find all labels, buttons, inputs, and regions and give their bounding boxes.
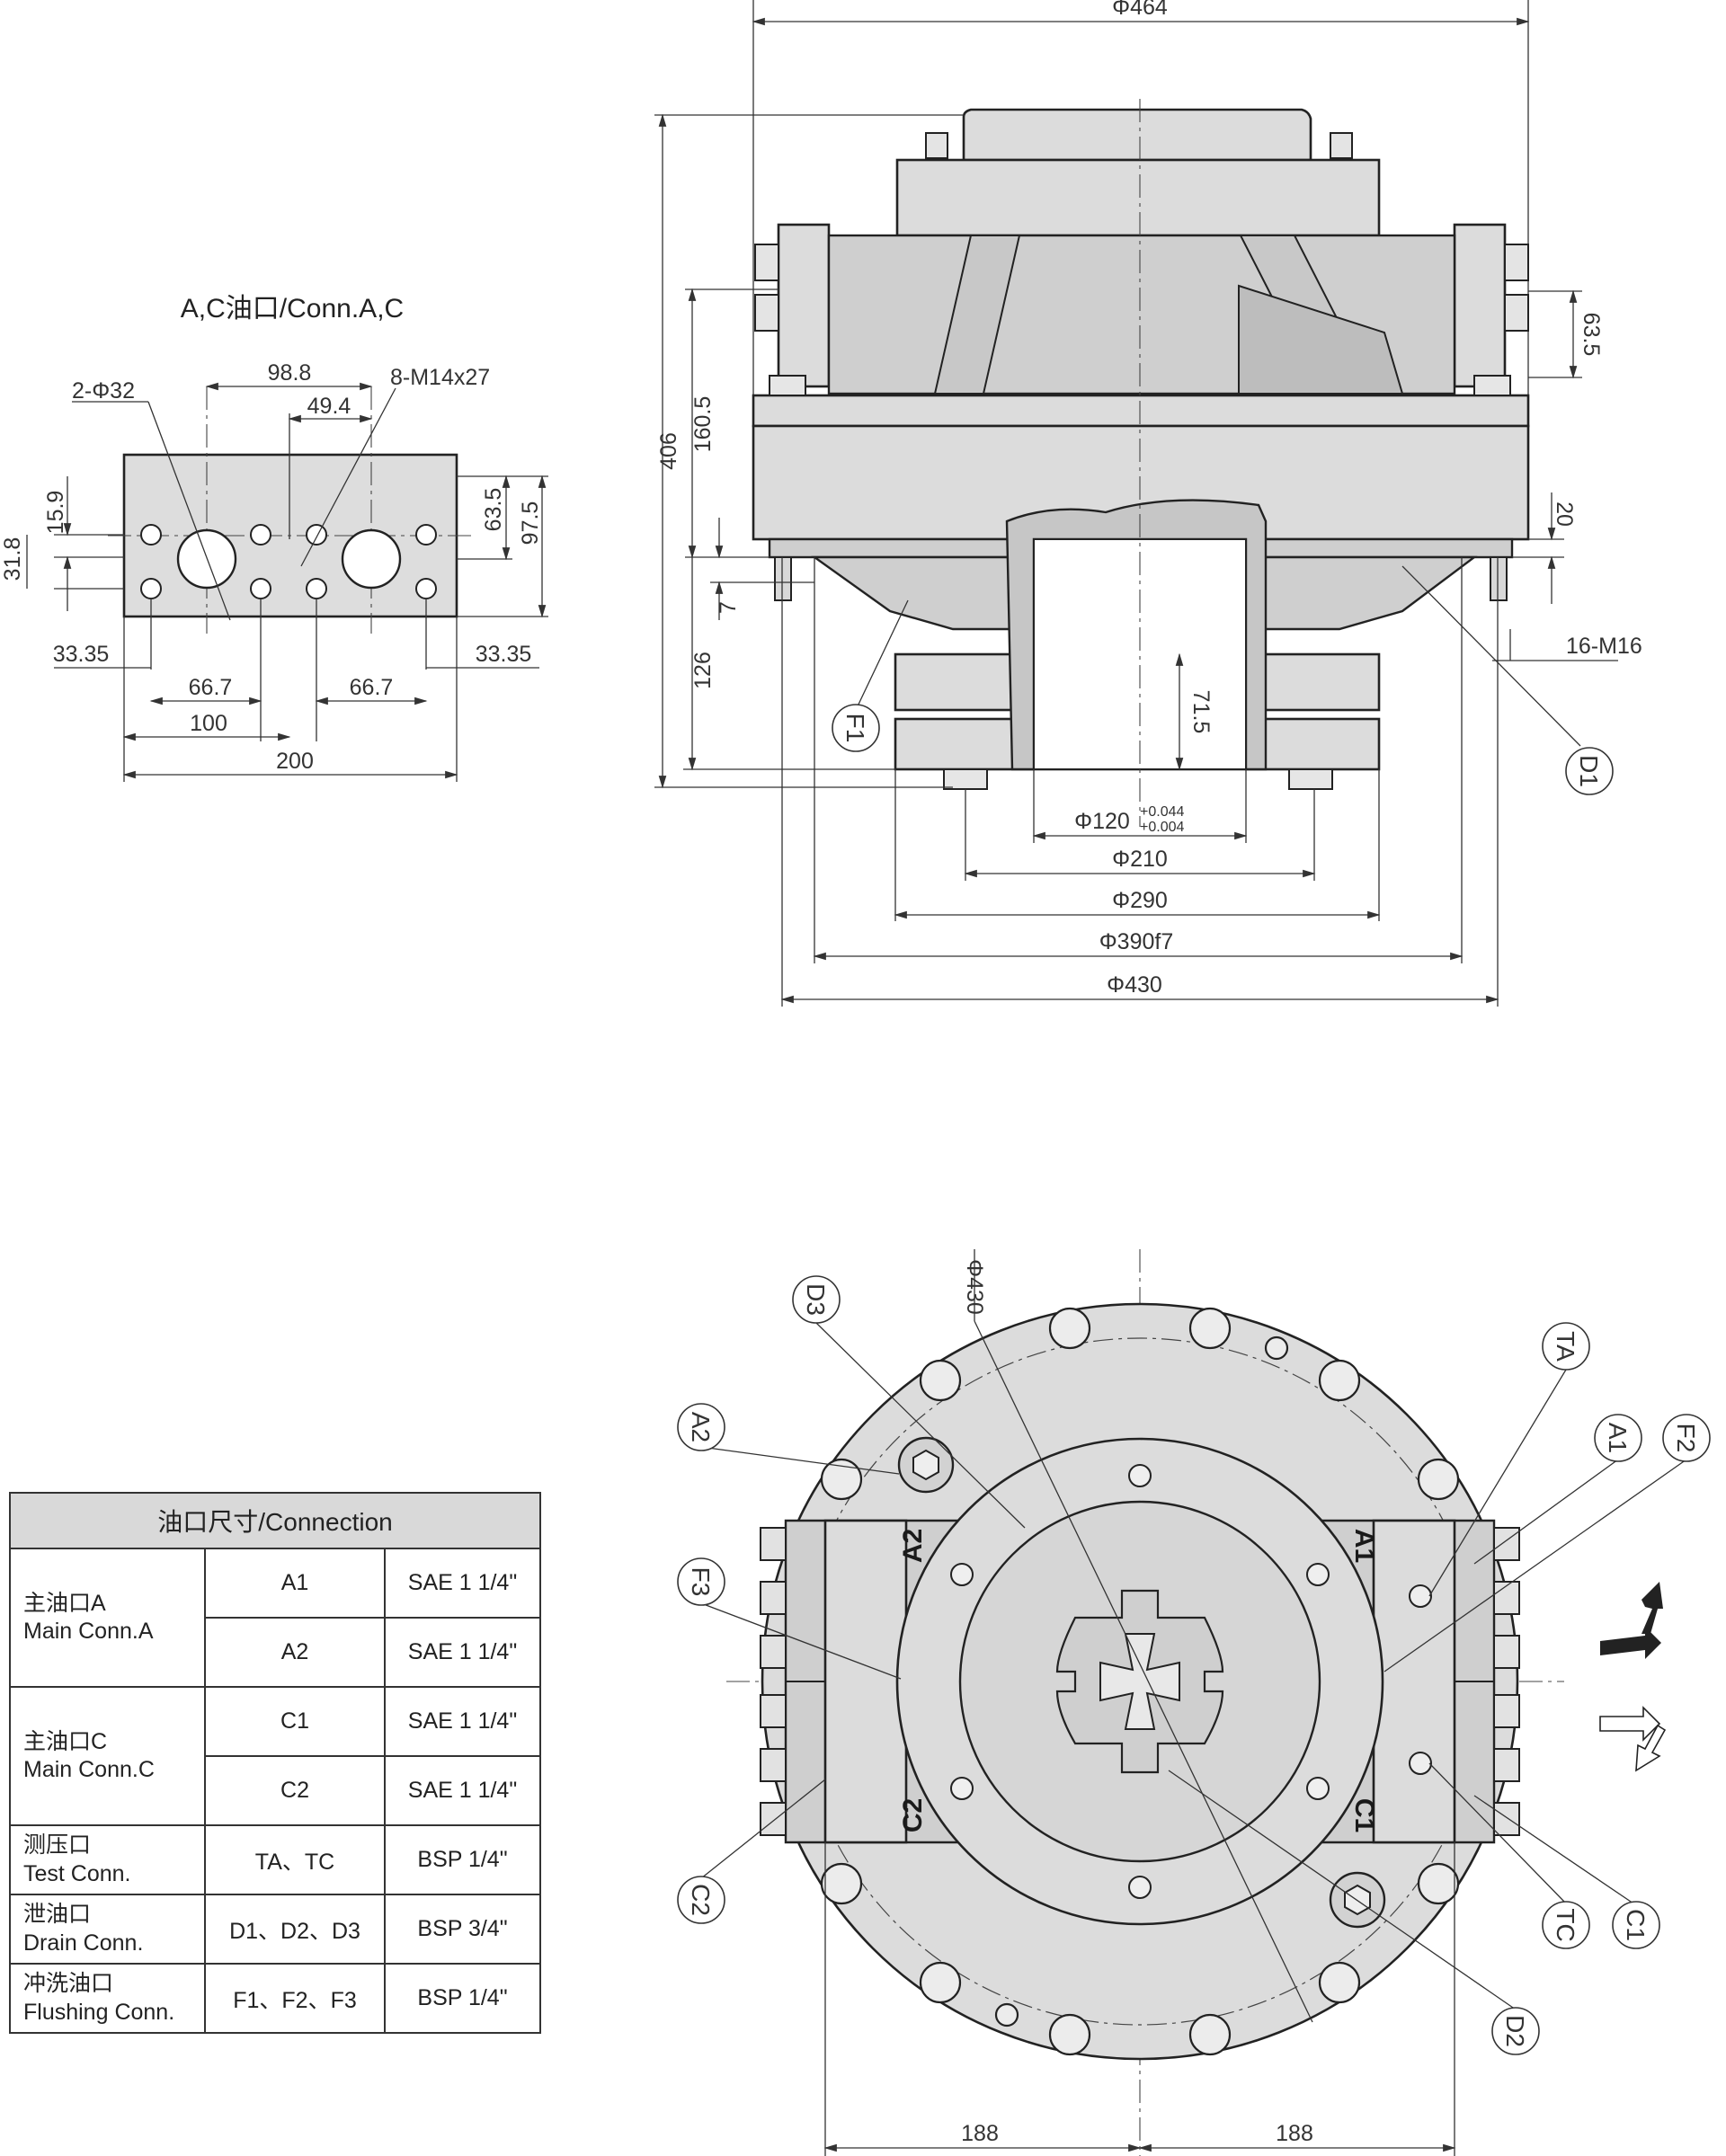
dim-49-4: 49.4 — [307, 394, 351, 419]
dim-63-5: 63.5 — [481, 488, 506, 532]
dim-97-5: 97.5 — [518, 501, 543, 546]
dim-phi120: Φ120 — [1074, 809, 1130, 834]
dim-phi290: Φ290 — [1112, 888, 1168, 913]
port-label-c2: C2 — [898, 1798, 928, 1832]
dim-71-5: 71.5 — [1188, 690, 1214, 734]
dim-phi390f7: Φ390f7 — [1099, 929, 1174, 954]
port-f1-f2-f3: F1、F2、F3 — [204, 1963, 386, 2034]
port-a1: A1 — [204, 1548, 386, 1619]
size-c1: SAE 1 1/4" — [384, 1686, 541, 1757]
rotation-direction-arrows — [1599, 1582, 1667, 1772]
port-c1: C1 — [204, 1686, 386, 1757]
size-flushing: BSP 1/4" — [384, 1963, 541, 2034]
dim-188-left: 188 — [961, 2121, 999, 2146]
dim-188-right: 188 — [1276, 2121, 1313, 2146]
port-c2: C2 — [204, 1755, 386, 1826]
dim-phi464: Φ464 — [1112, 0, 1168, 20]
dim-63-5-side: 63.5 — [1579, 313, 1604, 357]
port-block-left — [777, 223, 831, 388]
dim-phi120-upper-tol: +0.044 — [1140, 804, 1184, 820]
port-d1-d2-d3: D1、D2、D3 — [204, 1894, 386, 1965]
port-detail-view: A,C油口/Conn.A,C 98.8 49.4 2-Φ32 8-M14x27 — [0, 294, 548, 782]
flange-bolt-holes — [820, 1307, 1460, 2056]
dim-98-8: 98.8 — [268, 360, 312, 386]
dim-20: 20 — [1552, 501, 1577, 527]
callout-ta: TA — [1552, 1331, 1579, 1362]
callout-c2: C2 — [687, 1884, 715, 1916]
size-a1: SAE 1 1/4" — [384, 1548, 541, 1619]
port-label-a1: A1 — [1349, 1529, 1379, 1563]
motor-top-cap — [962, 108, 1312, 162]
dim-phi120-lower-tol: +0.004 — [1140, 820, 1184, 835]
threaded-holes — [140, 524, 437, 599]
callout-2-phi32: 2-Φ32 — [72, 378, 135, 404]
size-ta-tc: BSP 1/4" — [384, 1824, 541, 1895]
size-a2: SAE 1 1/4" — [384, 1617, 541, 1688]
size-c2: SAE 1 1/4" — [384, 1755, 541, 1826]
dim-phi430-front: Φ430 — [962, 1259, 987, 1315]
dim-406: 406 — [656, 432, 681, 470]
hollow-output-shaft — [1005, 499, 1268, 771]
dim-66-7-left: 66.7 — [189, 675, 233, 700]
port-label-a2: A2 — [898, 1529, 928, 1563]
callout-8-m14x27: 8-M14x27 — [390, 365, 490, 390]
port-a2: A2 — [204, 1617, 386, 1688]
callout-f2: F2 — [1672, 1424, 1700, 1453]
callout-a1: A1 — [1604, 1423, 1632, 1453]
mounting-flange-top — [752, 394, 1530, 428]
dim-160-5: 160.5 — [690, 396, 716, 453]
port-label-c1: C1 — [1349, 1798, 1379, 1832]
dim-200: 200 — [276, 749, 314, 774]
dim-15-9: 15.9 — [43, 491, 68, 535]
motor-side-view: Φ464 — [654, 0, 1642, 1007]
dim-31-8: 31.8 — [0, 537, 25, 581]
dim-33-35-right: 33.35 — [476, 642, 532, 667]
size-drain: BSP 3/4" — [384, 1894, 541, 1965]
motor-front-view: A2 A1 C2 C1 Φ430 D3 A2 F3 C2 — [677, 1249, 1711, 2156]
dim-16-m16: 16-M16 — [1566, 634, 1642, 659]
callout-f3: F3 — [687, 1567, 715, 1597]
callout-tc: TC — [1552, 1908, 1579, 1941]
dim-66-7-right: 66.7 — [350, 675, 394, 700]
callout-d1: D1 — [1575, 755, 1603, 787]
callout-d2: D2 — [1501, 2015, 1529, 2047]
dim-100: 100 — [190, 711, 227, 736]
dim-phi210: Φ210 — [1112, 847, 1168, 872]
port-callouts: D3 A2 F3 C2 TA A1 F2 TC C1 — [677, 1275, 1711, 2055]
port-block-right — [1453, 223, 1507, 388]
callout-c1: C1 — [1622, 1909, 1650, 1941]
port-detail-title: A,C油口/Conn.A,C — [181, 294, 404, 324]
dim-7: 7 — [716, 601, 741, 614]
main-bore-right — [341, 528, 402, 590]
dim-126: 126 — [690, 652, 716, 689]
callout-a2: A2 — [687, 1412, 715, 1442]
motor-upper-housing — [895, 158, 1381, 237]
dim-33-35-left: 33.35 — [53, 642, 110, 667]
connection-table-header: 油口尺寸/Connection — [9, 1492, 541, 1549]
callout-f1: F1 — [841, 714, 869, 743]
port-ta-tc: TA、TC — [204, 1824, 386, 1895]
dim-phi430: Φ430 — [1107, 972, 1162, 998]
callout-d3: D3 — [802, 1283, 830, 1316]
